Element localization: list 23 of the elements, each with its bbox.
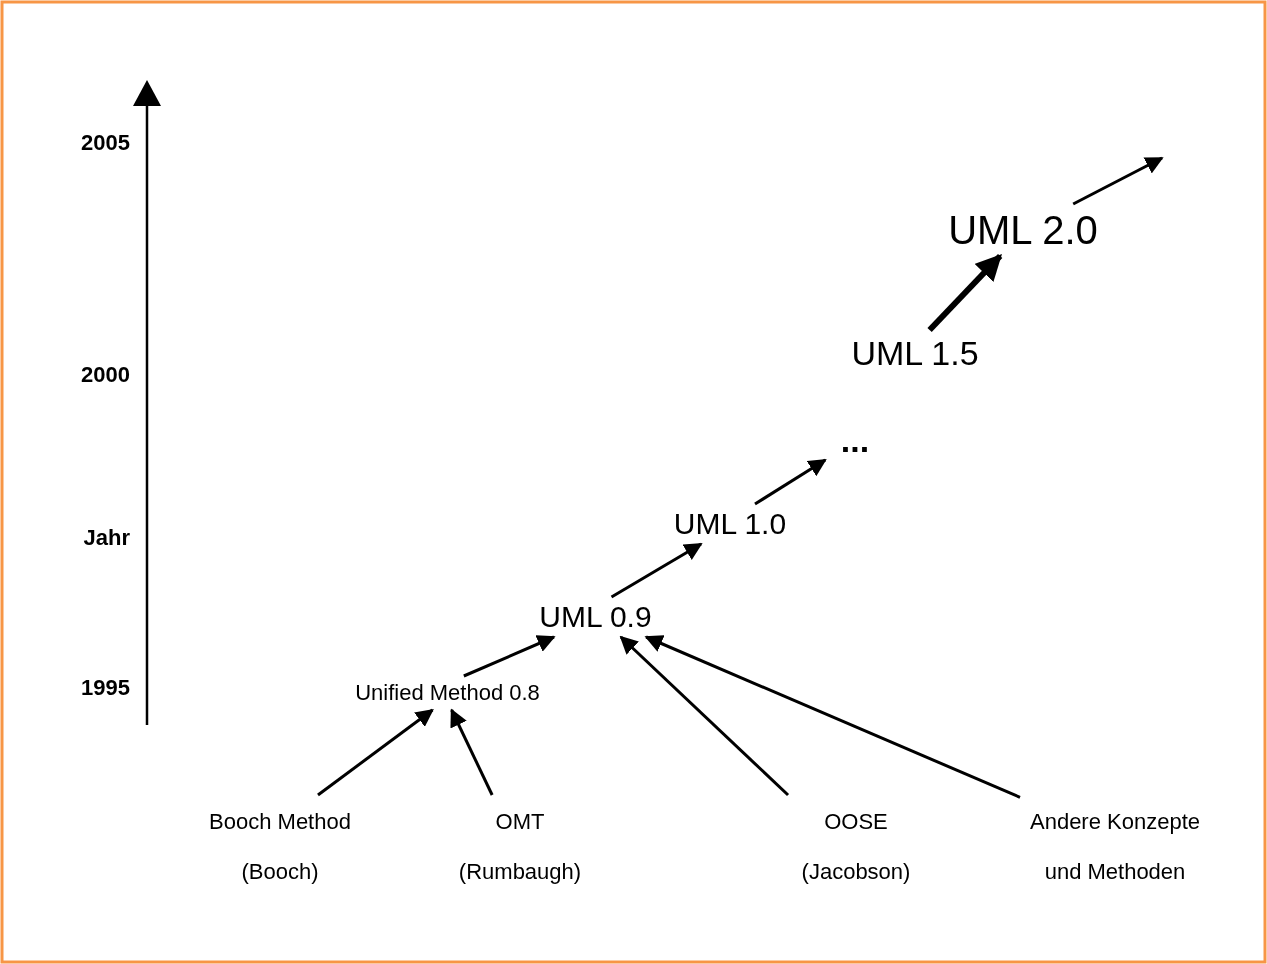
arrow xyxy=(619,635,790,797)
arrow xyxy=(610,542,703,599)
arrow xyxy=(754,458,827,506)
version-name: UML 0.9 xyxy=(539,599,652,635)
axis-label: 1995 xyxy=(80,675,130,701)
axis-label: Jahr xyxy=(82,525,130,551)
arrow xyxy=(463,635,556,678)
arrow xyxy=(644,635,1021,799)
axis-label: 2000 xyxy=(80,362,130,388)
method-name: OMT (Rumbaugh) xyxy=(457,808,583,886)
method-name: OOSE (Jacobson) xyxy=(800,808,912,886)
method-name: Andere Konzepte und Methoden xyxy=(1029,808,1201,886)
arrow xyxy=(927,253,1003,333)
version-name: UML 2.0 xyxy=(948,207,1098,254)
version-name: Unified Method 0.8 xyxy=(355,679,540,707)
arrow xyxy=(450,708,494,796)
arrow xyxy=(1072,156,1164,206)
version-name: UML 1.5 xyxy=(851,333,979,374)
axis-label: 2005 xyxy=(80,130,130,156)
ellipsis: ... xyxy=(840,420,870,460)
version-name: UML 1.0 xyxy=(673,506,787,542)
arrow xyxy=(317,708,434,797)
method-name: Booch Method (Booch) xyxy=(208,808,352,886)
